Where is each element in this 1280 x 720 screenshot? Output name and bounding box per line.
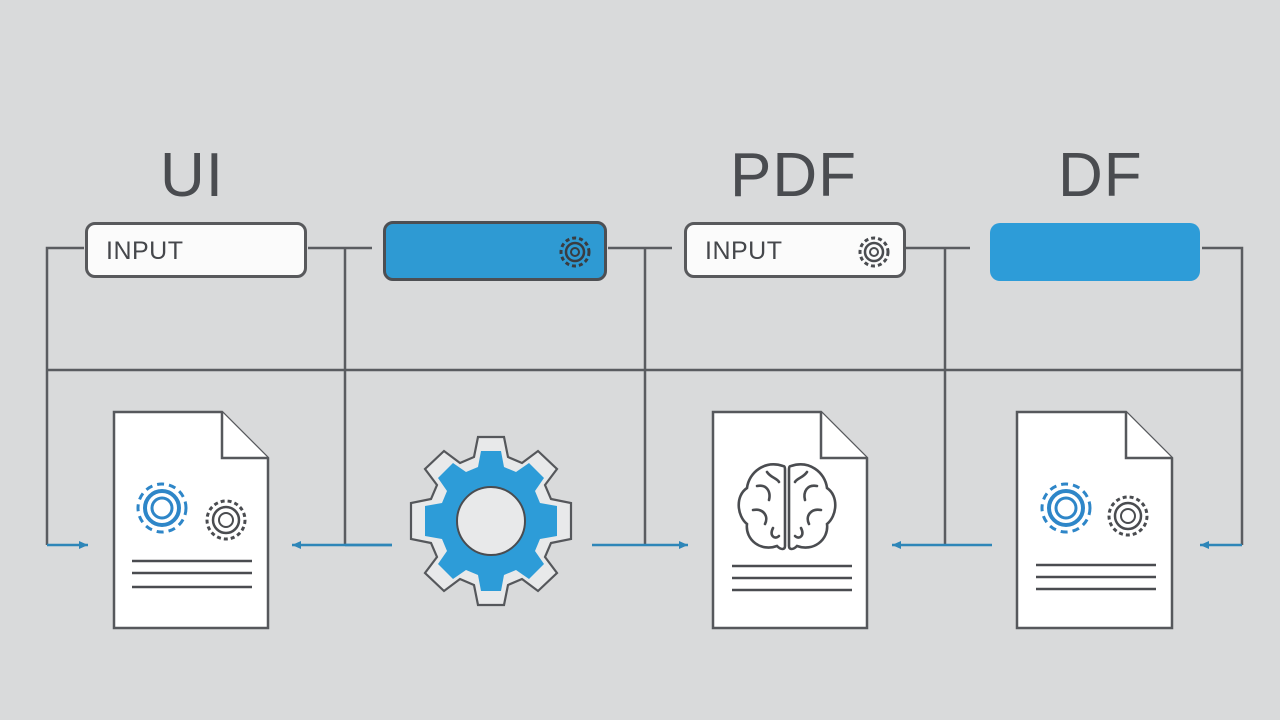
input-box-label: INPUT <box>106 237 184 265</box>
input-box-3[interactable]: INPUT <box>684 222 906 278</box>
connector-box1-left <box>45 246 84 545</box>
heading-df: DF <box>1058 141 1143 210</box>
input-box-1[interactable]: INPUT <box>85 222 307 278</box>
output-box-4[interactable] <box>990 223 1200 281</box>
connector-lines <box>45 246 1244 545</box>
brain-icon <box>737 463 837 551</box>
document-2 <box>711 410 869 630</box>
document-3 <box>1015 410 1174 630</box>
input-box-label: INPUT <box>705 237 783 265</box>
document-1 <box>112 410 270 630</box>
gear-icon <box>559 236 591 268</box>
gear-icon <box>136 482 188 534</box>
text-lines <box>132 559 252 589</box>
heading-pdf: PDF <box>730 141 857 210</box>
connector-box4-right <box>1202 246 1244 545</box>
gear-icon <box>1040 482 1092 534</box>
gear-icon <box>409 435 573 607</box>
text-lines <box>732 564 852 592</box>
gear-icon <box>858 236 890 268</box>
text-lines <box>1036 563 1156 591</box>
gear-icon <box>205 499 247 541</box>
heading-ui: UI <box>160 141 224 210</box>
process-box-2[interactable] <box>383 221 607 281</box>
gear-icon <box>1107 495 1149 537</box>
